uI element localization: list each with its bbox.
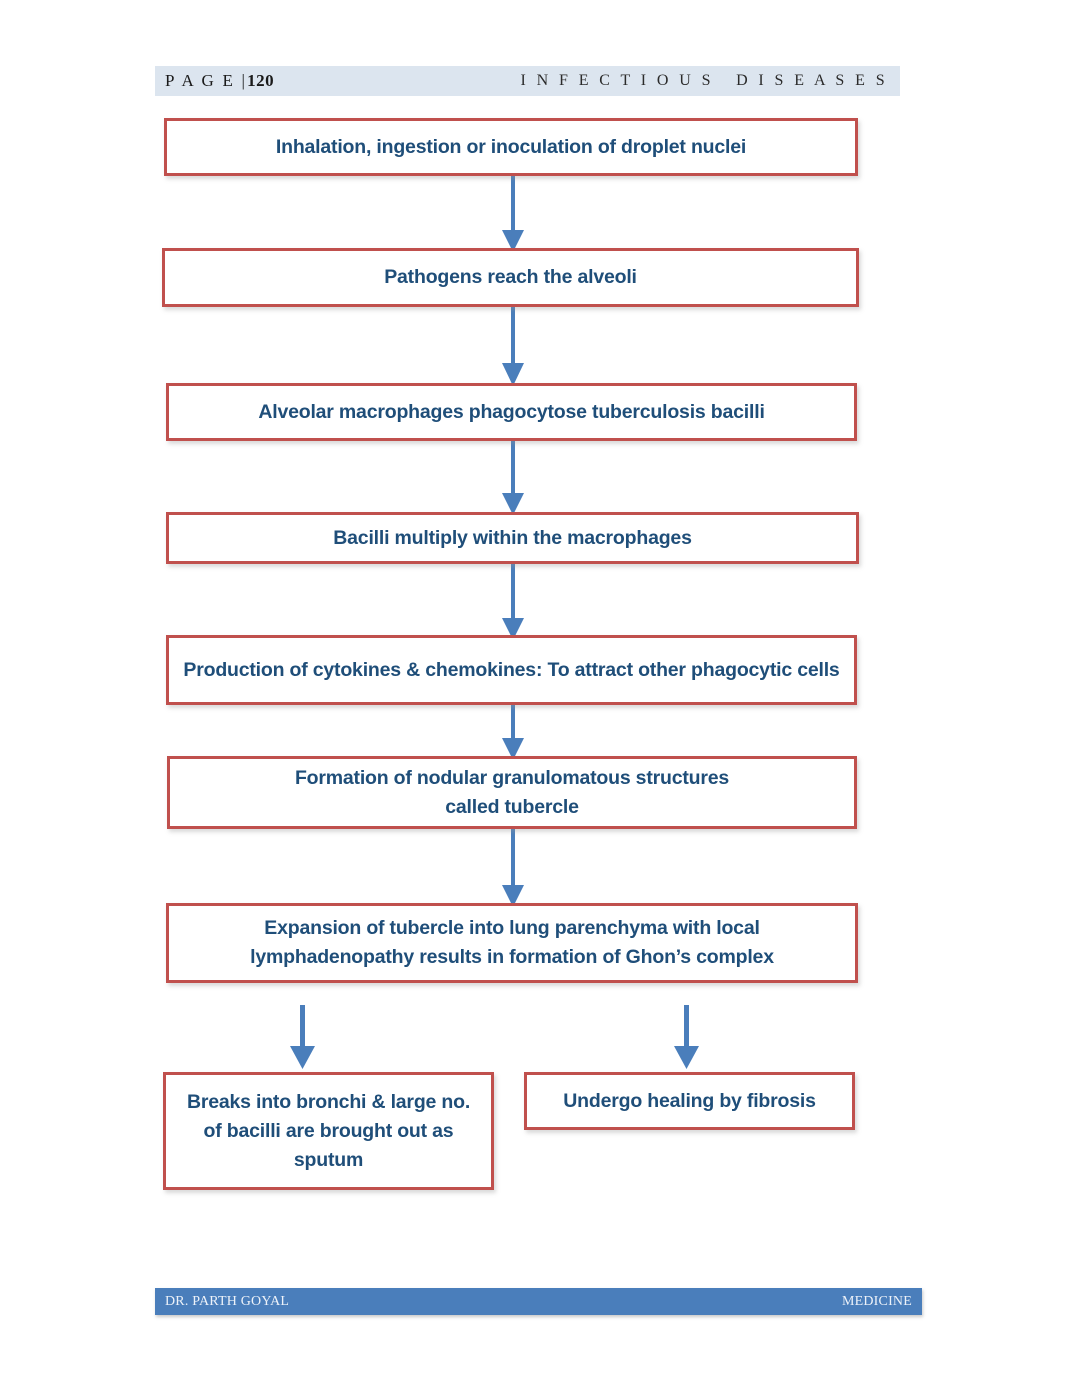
page-number-value: 120 [247, 71, 275, 90]
flow-node-breaks-into-bronchi: Breaks into bronchi & large no. of bacil… [163, 1072, 494, 1190]
page-footer-band: DR. PARTH GOYAL MEDICINE [155, 1288, 922, 1315]
flow-arrow-n2-n3 [496, 303, 530, 388]
page-number-label: P A G E |120 [165, 71, 274, 91]
flow-arrow-n7-n9 [670, 1005, 704, 1071]
flow-node-label: Expansion of tubercle into lung parenchy… [250, 917, 774, 968]
flow-node-inhalation: Inhalation, ingestion or inoculation of … [164, 118, 858, 176]
flow-node-label: Undergo healing by fibrosis [563, 1089, 816, 1112]
flow-node-cytokines-chemokines: Production of cytokines & chemokines: To… [166, 635, 857, 705]
flow-arrow-n5-n6 [496, 701, 530, 762]
flow-arrow-n7-n8 [286, 1005, 320, 1071]
flow-node-macrophages-phagocytose: Alveolar macrophages phagocytose tubercu… [166, 383, 857, 441]
flow-node-ghon-complex: Expansion of tubercle into lung parenchy… [166, 903, 858, 983]
page-header-band: P A G E |120 I N F E C T I O U S D I S E… [155, 66, 900, 96]
flow-arrow-n1-n2 [496, 172, 530, 254]
flow-node-label: Pathogens reach the alveoli [384, 266, 637, 288]
flow-node-pathogens-alveoli: Pathogens reach the alveoli [162, 248, 859, 307]
subject-label: MEDICINE [841, 1293, 912, 1309]
author-label: DR. PARTH GOYAL [165, 1293, 290, 1309]
flow-node-label: Breaks into bronchi & large no. of bacil… [186, 1090, 471, 1171]
flow-node-label: Bacilli multiply within the macrophages [333, 526, 692, 549]
flow-arrow-n4-n5 [496, 560, 530, 642]
flow-arrow-n6-n7 [496, 825, 530, 909]
flow-node-label: Alveolar macrophages phagocytose tubercu… [258, 400, 765, 423]
page-word-label: P A G E | [165, 71, 248, 90]
flow-node-healing-fibrosis: Undergo healing by fibrosis [524, 1072, 855, 1130]
flow-node-label: Production of cytokines & chemokines: To… [183, 658, 840, 681]
flow-arrow-n3-n4 [496, 437, 530, 517]
chapter-title-label: I N F E C T I O U S D I S E A S E S [520, 72, 888, 89]
flow-node-label: Formation of nodular granulomatous struc… [294, 766, 730, 818]
flow-node-tubercle-formation: Formation of nodular granulomatous struc… [167, 756, 857, 829]
flow-node-bacilli-multiply: Bacilli multiply within the macrophages [166, 512, 859, 564]
flow-node-label: Inhalation, ingestion or inoculation of … [275, 135, 747, 158]
